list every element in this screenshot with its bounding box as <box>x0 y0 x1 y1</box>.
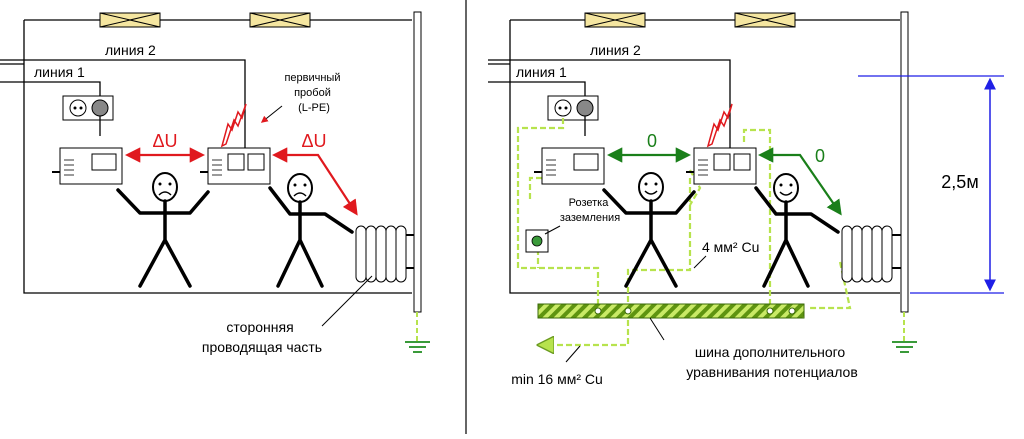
left-fault-spark-icon <box>220 103 247 148</box>
left-vent-2 <box>249 12 311 28</box>
right-person-2 <box>754 173 840 288</box>
left-fault-label: первичный пробой (L-PE) <box>284 72 343 114</box>
right-busbar-pointer <box>649 317 665 341</box>
left-vent-1 <box>99 12 161 28</box>
left-fault-pointer <box>260 105 283 123</box>
right-fault-spark-icon <box>706 103 733 148</box>
left-radiator-pointer <box>321 275 373 327</box>
right-socket-label: Розетка заземления <box>560 197 620 224</box>
right-device-2 <box>686 147 757 185</box>
right-wall-socket <box>547 95 599 136</box>
right-4mm-label: 4 мм² Cu <box>702 239 759 255</box>
left-device-2 <box>200 147 271 185</box>
right-16mm-label: min 16 мм² Cu <box>511 371 603 387</box>
right-voltage-label-a: 0 <box>647 131 657 151</box>
left-line2-wire <box>0 59 246 148</box>
right-line2-wire <box>488 59 731 148</box>
right-line1-wire <box>488 63 586 96</box>
right-busbar <box>537 303 805 319</box>
right-16mm-pointer <box>565 345 581 363</box>
left-line1-wire <box>0 63 101 96</box>
left-voltage-arrow-b <box>271 147 358 216</box>
left-line2-label: линия 2 <box>105 42 156 58</box>
left-voltage-label-b: ΔU <box>301 131 326 151</box>
right-vent-2 <box>734 12 796 28</box>
right-panel: линия 1 линия 2 <box>488 11 1004 387</box>
right-voltage-label-b: 0 <box>815 146 825 166</box>
right-socket-pointer <box>544 225 561 235</box>
right-vent-1 <box>584 12 646 28</box>
left-person-1 <box>116 172 210 288</box>
right-device-1 <box>534 147 605 185</box>
right-busbar-terminals <box>594 307 796 315</box>
left-wall-socket <box>62 95 114 136</box>
right-voltage-arrow-b <box>757 147 842 216</box>
right-height-label: 2,5м <box>941 172 978 192</box>
right-riser <box>900 11 909 313</box>
right-grounding-socket <box>525 229 549 253</box>
right-busbar-label: шина дополнительного уравнивания потенци… <box>686 344 858 380</box>
right-ground-symbol <box>892 312 917 353</box>
left-room-wall <box>23 20 412 294</box>
right-line2-label: линия 2 <box>590 42 641 58</box>
left-line1-label: линия 1 <box>34 64 85 80</box>
left-voltage-label-a: ΔU <box>152 131 177 151</box>
left-riser <box>413 11 422 313</box>
left-device-1 <box>52 147 123 185</box>
left-panel: линия 1 линия 2 <box>0 11 430 355</box>
right-line1-label: линия 1 <box>516 64 567 80</box>
left-ground-symbol <box>405 312 430 353</box>
left-radiator <box>355 225 414 283</box>
right-height-dimension <box>858 75 1004 294</box>
left-person-2 <box>268 173 354 288</box>
right-person-1 <box>602 172 696 288</box>
left-radiator-label: сторонняя проводящая часть <box>202 319 322 355</box>
right-radiator <box>841 225 901 283</box>
right-4mm-pointer <box>693 255 707 269</box>
